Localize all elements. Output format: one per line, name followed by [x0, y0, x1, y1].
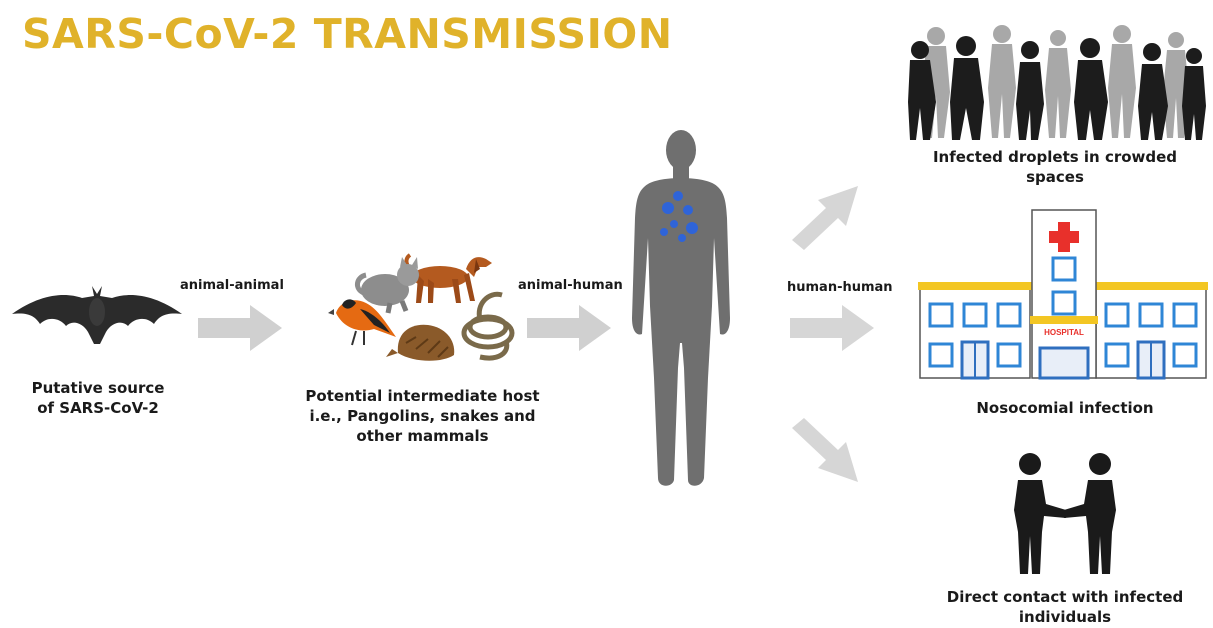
edge-label-animal-animal: animal-animal: [180, 278, 284, 293]
bird-icon: [328, 299, 396, 345]
edge-label-human-human: human-human: [787, 280, 893, 295]
crowd-label: Infected droplets in crowded spaces: [920, 147, 1190, 187]
hospital-sign: HOSPITAL: [1044, 328, 1084, 337]
animals-illustration: [330, 245, 525, 370]
contact-label: Direct contact with infected individuals: [935, 587, 1195, 627]
hospital-illustration: HOSPITAL: [918, 208, 1208, 380]
diagram-title: SARS-CoV-2 TRANSMISSION: [22, 10, 673, 58]
arrow-animal-animal: [198, 305, 283, 351]
bat-label: Putative source of SARS-CoV-2: [18, 378, 178, 418]
dog-icon: [407, 255, 492, 303]
arrow-to-crowd: [786, 180, 866, 250]
arrow-to-hospital: [790, 305, 875, 351]
intermediate-label: Potential intermediate host i.e., Pangol…: [300, 386, 545, 446]
pangolin-icon: [386, 325, 454, 361]
edge-label-animal-human: animal-human: [518, 278, 623, 293]
arrow-animal-human: [527, 305, 612, 351]
bat-icon: [10, 282, 185, 352]
handshake-illustration: [1010, 450, 1120, 574]
hospital-label: Nosocomial infection: [930, 398, 1200, 418]
snake-icon: [464, 294, 512, 358]
crowd-illustration: [910, 22, 1206, 140]
arrow-to-contact: [786, 418, 866, 488]
human-figure: [626, 128, 736, 493]
